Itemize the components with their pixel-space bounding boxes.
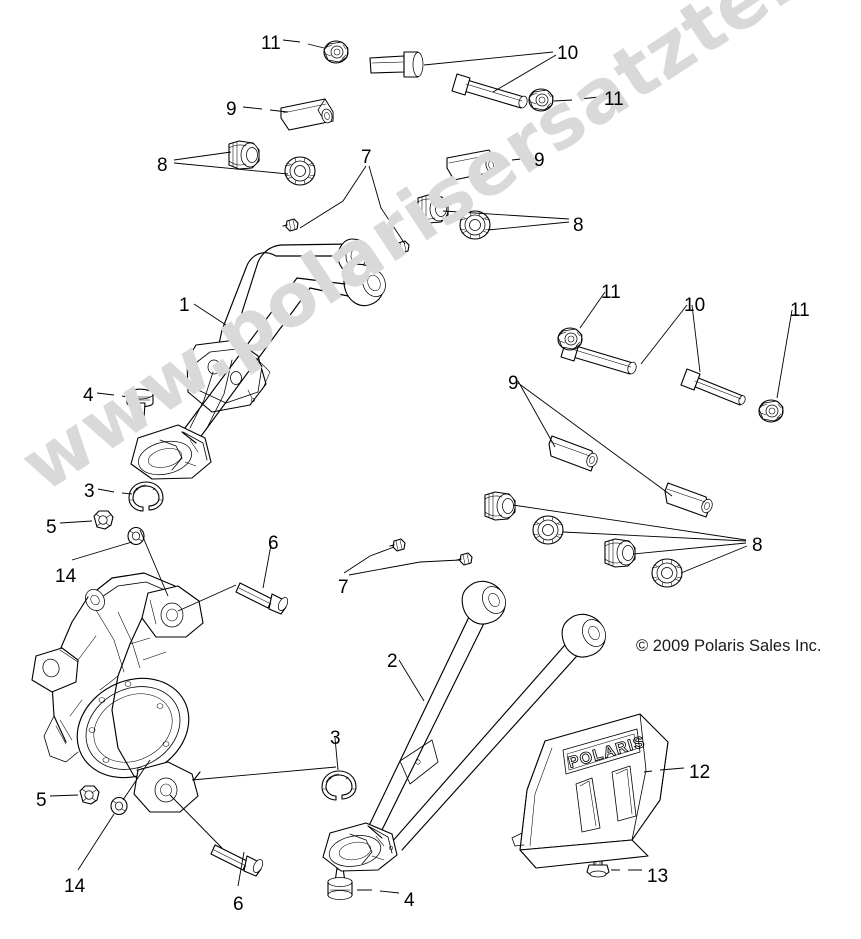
callout-5-nut: 5: [36, 790, 47, 811]
part-flange-nut-11d: [758, 399, 784, 423]
part-spacer-sleeve-9b: [446, 149, 498, 181]
callout-5-nut: 5: [46, 517, 57, 538]
callout-13-push-rivet: 13: [647, 866, 669, 887]
part-bolt-10b: [451, 73, 528, 109]
part-flange-nut-11b: [528, 88, 554, 112]
callout-2-control-arm-lower-right: 2: [387, 651, 398, 672]
callout-10-bolt-long: 10: [684, 295, 706, 316]
part-flange-nut-11a: [323, 40, 349, 64]
callout-3-snap-ring: 3: [84, 481, 95, 502]
callout-9-spacer-sleeve: 9: [534, 150, 545, 171]
callout-8-bushing: 8: [752, 535, 763, 556]
part-bolt-6b: [210, 844, 264, 877]
part-flange-nut-11c: [557, 327, 583, 351]
part-ball-joint-4a: [126, 388, 154, 419]
part-control-arm-1: [130, 238, 386, 480]
callout-1-control-arm-upper-left: 1: [179, 295, 190, 316]
callout-3-snap-ring: 3: [330, 728, 341, 749]
callout-7-grease-fitting: 7: [338, 577, 349, 598]
part-washer-14b: [110, 796, 128, 816]
part-snap-ring-3a: [128, 481, 164, 512]
part-bolt-10a: [369, 51, 424, 78]
part-bushing-8a: [228, 140, 260, 170]
part-bushing-8g: [604, 538, 636, 568]
part-bushing-8c: [417, 194, 449, 224]
part-control-arm-2: [322, 580, 606, 872]
callout-14-washer: 14: [64, 876, 86, 897]
callout-11-flange-nut: 11: [261, 33, 281, 54]
part-skid-plate-12: POLARIS: [511, 713, 669, 869]
part-spacer-sleeve-9d: [664, 482, 713, 518]
part-spacer-sleeve-9a: [280, 98, 334, 131]
callout-7-grease-fitting: 7: [361, 147, 372, 168]
part-bushing-8d: [459, 210, 491, 240]
callout-10-bolt-long: 10: [557, 43, 579, 64]
callout-11-flange-nut: 11: [790, 300, 810, 321]
part-bushing-8f: [532, 515, 564, 545]
part-grease-fitting-7c: [389, 538, 406, 552]
callout-4-ball-joint: 4: [83, 385, 94, 406]
part-bolt-6a: [235, 582, 289, 615]
part-bolt-10d: [680, 368, 746, 406]
part-grease-fitting-7a: [282, 218, 299, 232]
leader-lines: [49, 39, 793, 894]
part-nut-5b: [79, 785, 100, 805]
part-bushing-8b: [284, 156, 316, 186]
callout-14-washer: 14: [55, 566, 77, 587]
callout-6-bolt-short: 6: [268, 533, 279, 554]
part-grease-fitting-7b: [393, 240, 410, 254]
callout-8-bushing: 8: [573, 215, 584, 236]
part-bushing-8e: [484, 491, 516, 521]
part-grease-fitting-7d: [456, 552, 473, 566]
part-spacer-sleeve-9c: [548, 435, 598, 472]
callout-11-flange-nut: 11: [601, 282, 621, 303]
callout-9-spacer-sleeve: 9: [508, 373, 519, 394]
part-nut-5a: [93, 510, 114, 530]
callout-6-bolt-short: 6: [233, 894, 244, 915]
part-bushing-8h: [651, 558, 683, 588]
callout-4-ball-joint: 4: [404, 890, 415, 911]
part-washer-14a: [127, 526, 145, 546]
callout-9-spacer-sleeve: 9: [226, 99, 237, 120]
part-ball-joint-4b: [327, 865, 353, 901]
callout-8-bushing: 8: [157, 155, 168, 176]
copyright-notice: © 2009 Polaris Sales Inc.: [636, 637, 822, 655]
part-steering-knuckle: [31, 572, 204, 813]
callout-12-skid-plate: 12: [689, 762, 711, 783]
callout-11-flange-nut: 11: [604, 89, 624, 110]
part-snap-ring-3b: [321, 770, 357, 801]
